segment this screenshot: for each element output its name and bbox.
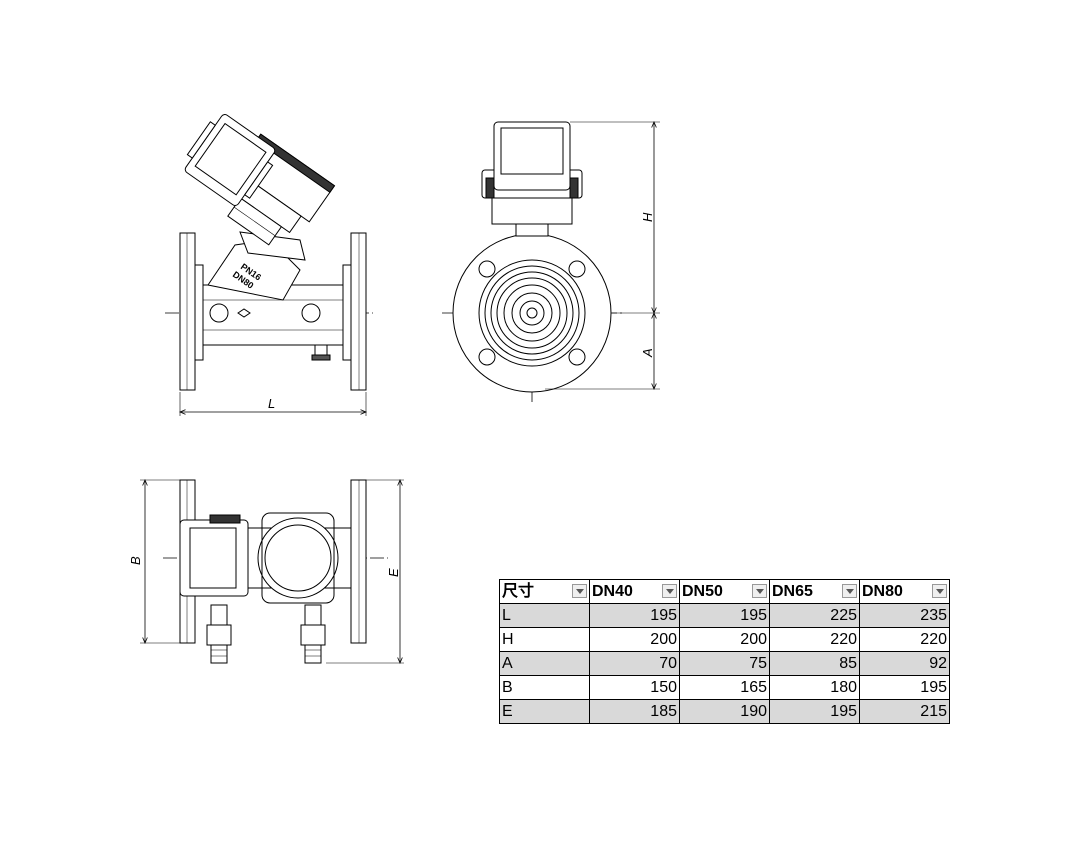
table-cell[interactable]: 92 (859, 651, 950, 676)
row-label[interactable]: H (499, 627, 590, 652)
row-label[interactable]: A (499, 651, 590, 676)
header-dn40[interactable]: DN40 (589, 579, 680, 604)
table-cell[interactable]: 220 (859, 627, 950, 652)
top-view (140, 480, 404, 663)
dim-label-a: A (640, 348, 655, 358)
table-cell[interactable]: 235 (859, 603, 950, 628)
header-label: DN50 (682, 583, 723, 600)
dim-label-h: H (640, 212, 655, 222)
row-label[interactable]: E (499, 699, 590, 724)
header-label: DN80 (862, 583, 903, 600)
table-row: L 195 195 225 235 (499, 603, 950, 628)
filter-dropdown-icon[interactable] (932, 584, 947, 598)
table-cell[interactable]: 185 (589, 699, 680, 724)
table-row: A 70 75 85 92 (499, 651, 950, 676)
table-cell[interactable]: 180 (769, 675, 860, 700)
dimensions-table: 尺寸 DN40 DN50 DN65 DN80 L 195 195 225 235… (499, 579, 950, 724)
table-row: E 185 190 195 215 (499, 699, 950, 724)
dim-label-l: L (268, 396, 275, 411)
header-label: DN40 (592, 583, 633, 600)
header-dn80[interactable]: DN80 (859, 579, 950, 604)
table-cell[interactable]: 215 (859, 699, 950, 724)
filter-dropdown-icon[interactable] (752, 584, 767, 598)
table-cell[interactable]: 150 (589, 675, 680, 700)
header-label: DN65 (772, 583, 813, 600)
front-view: PN16 DN80 (165, 114, 373, 416)
table-cell[interactable]: 70 (589, 651, 680, 676)
table-header-row: 尺寸 DN40 DN50 DN65 DN80 (499, 579, 950, 604)
table-cell[interactable]: 85 (769, 651, 860, 676)
table-cell[interactable]: 195 (859, 675, 950, 700)
side-view (442, 122, 660, 402)
table-cell[interactable]: 165 (679, 675, 770, 700)
row-label[interactable]: L (499, 603, 590, 628)
table-cell[interactable]: 190 (679, 699, 770, 724)
filter-dropdown-icon[interactable] (662, 584, 677, 598)
filter-dropdown-icon[interactable] (572, 584, 587, 598)
table-row: B 150 165 180 195 (499, 675, 950, 700)
dim-label-b: B (128, 556, 143, 565)
table-cell[interactable]: 225 (769, 603, 860, 628)
header-size[interactable]: 尺寸 (499, 579, 590, 604)
table-row: H 200 200 220 220 (499, 627, 950, 652)
filter-dropdown-icon[interactable] (842, 584, 857, 598)
header-label: 尺寸 (502, 583, 535, 600)
header-dn65[interactable]: DN65 (769, 579, 860, 604)
header-dn50[interactable]: DN50 (679, 579, 770, 604)
table-cell[interactable]: 195 (769, 699, 860, 724)
table-cell[interactable]: 195 (679, 603, 770, 628)
row-label[interactable]: B (499, 675, 590, 700)
table-cell[interactable]: 195 (589, 603, 680, 628)
dim-label-e: E (386, 568, 401, 577)
table-cell[interactable]: 220 (769, 627, 860, 652)
table-cell[interactable]: 75 (679, 651, 770, 676)
table-cell[interactable]: 200 (589, 627, 680, 652)
table-cell[interactable]: 200 (679, 627, 770, 652)
